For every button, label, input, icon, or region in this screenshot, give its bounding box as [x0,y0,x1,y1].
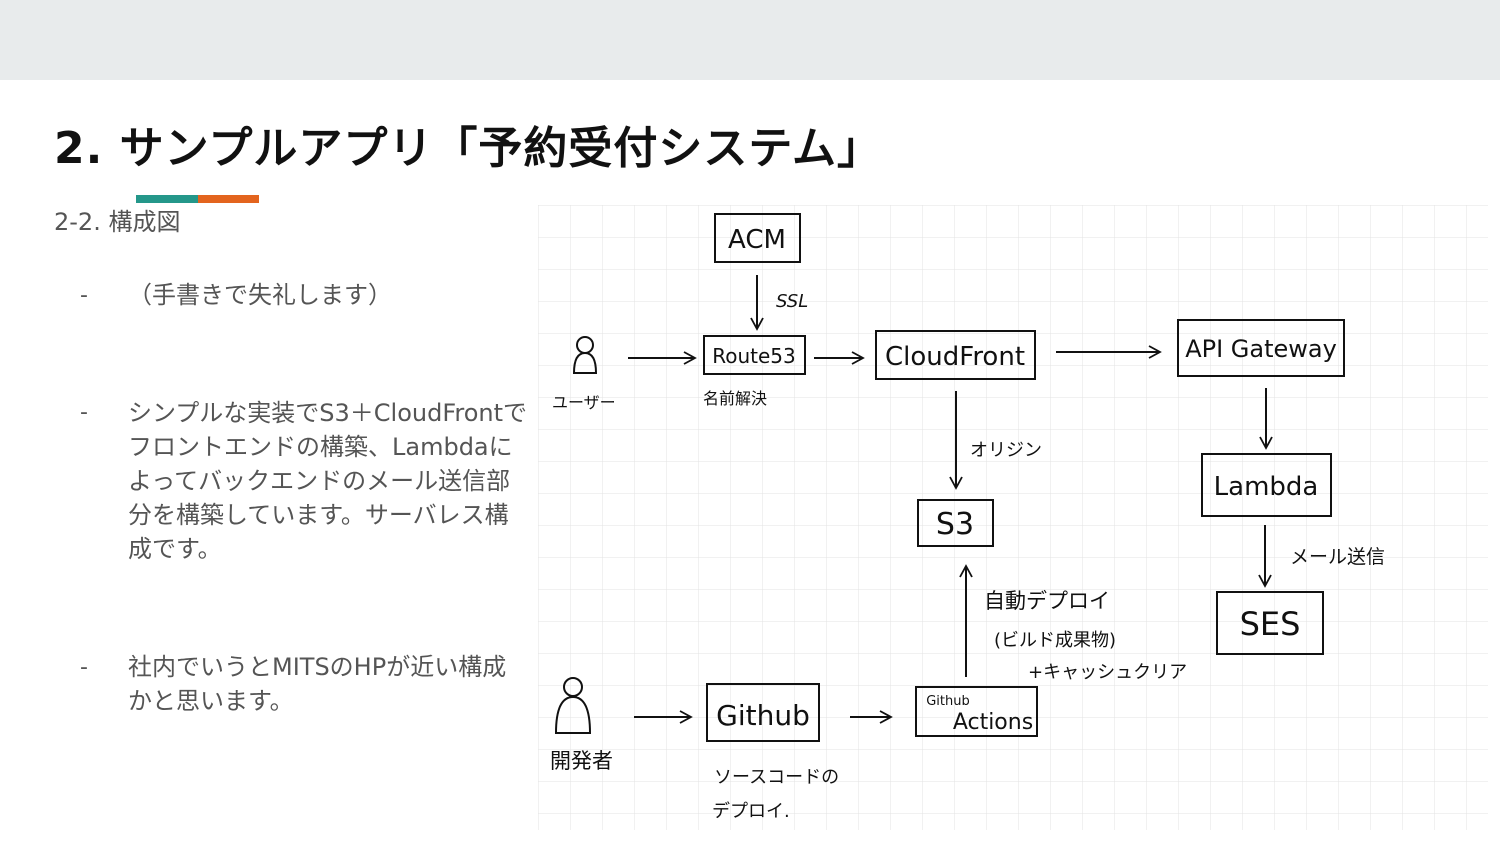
bullet-dash: - [80,400,88,425]
bullet-text: シンプルな実装でS3＋CloudFrontでフロントエンドの構築、Lambdaに… [128,399,528,563]
actions-bottom-label: Actions [953,710,1033,735]
developer-actor-icon [554,677,592,734]
user-actor-icon [572,336,598,374]
acm-box [714,213,801,263]
auto-deploy-label: 自動デプロイ [984,589,1110,613]
actions-box [915,686,1038,737]
name-resolution-label: 名前解決 [703,389,767,408]
auto-deploy-build-label: (ビルド成果物) [994,630,1116,651]
page-title: 2. サンプルアプリ「予約受付システム」 [54,123,883,174]
lambda-label: Lambda [1214,472,1319,502]
bullet-dash: - [80,283,88,308]
user-actor-label: ユーザー [552,393,616,412]
source-deploy-label-2: デプロイ. [712,801,790,822]
cloudfront-box [875,330,1036,380]
s3-box [917,499,994,547]
source-deploy-label-1: ソースコードの [714,767,839,788]
actions-top-label: Github [926,694,970,709]
bullet-text: （手書きで失礼します） [128,281,392,309]
github-label: Github [716,699,810,732]
ssl-label: SSL [776,291,808,312]
acm-label: ACM [728,225,786,255]
apigw-box [1177,319,1345,377]
top-band [0,0,1500,80]
origin-label: オリジン [970,440,1042,461]
route53-label: Route53 [712,344,796,368]
lambda-box [1201,453,1332,517]
grid-background [538,205,1488,830]
architecture-diagram: ACM Route53 CloudFront API Gateway Lambd… [538,205,1488,830]
bullet-text: 社内でいうとMITSのHPが近い構成かと思います。 [128,653,507,715]
cloudfront-label: CloudFront [885,342,1025,372]
bullet-dash: - [80,655,88,680]
accent-bar-teal [136,195,198,203]
section-subtitle: 2-2. 構成図 [54,208,181,236]
accent-bar-orange [198,195,259,203]
auto-deploy-cache-label: +キャッシュクリア [1028,662,1187,683]
s3-label: S3 [936,507,974,542]
mail-send-label: メール送信 [1290,546,1385,568]
ses-box [1216,591,1324,655]
github-box [706,683,820,742]
apigw-label: API Gateway [1185,335,1337,363]
developer-actor-label: 開発者 [550,749,613,773]
ses-label: SES [1240,605,1301,643]
route53-box [703,335,806,375]
